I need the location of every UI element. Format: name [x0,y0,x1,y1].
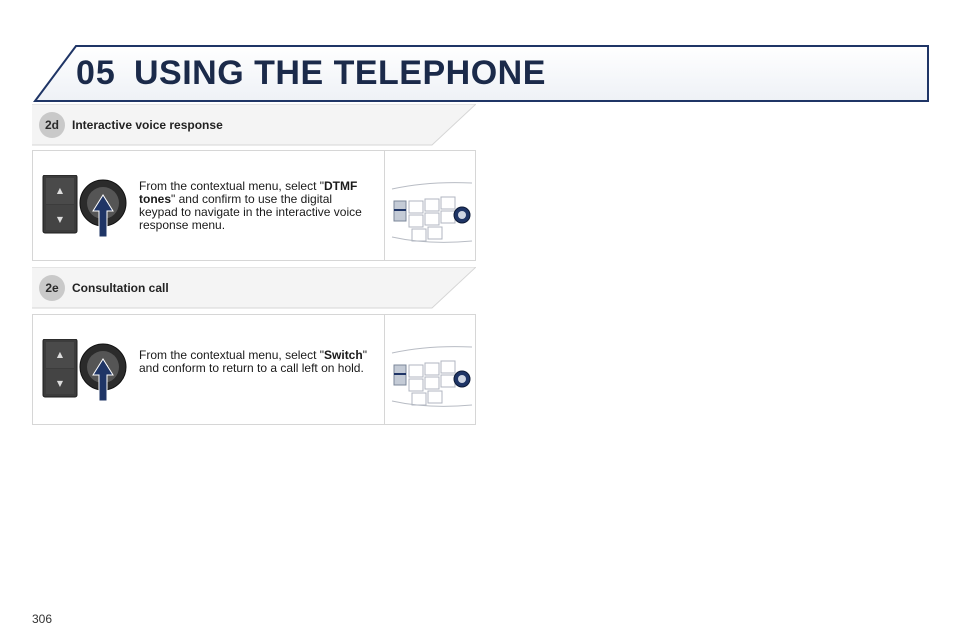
radio-panel-icon [388,325,474,415]
page-number: 306 [32,612,53,626]
divider [384,151,385,260]
header-frame [33,45,929,102]
navigation-control: ▲ ▼ OK [41,174,131,238]
down-arrow-icon: ▼ [57,215,64,224]
instruction-text: From the contextual menu, select "DTMF t… [139,179,362,232]
section-header-2d: 2d Interactive voice response [32,104,476,146]
press-arrow-icon [92,358,114,402]
page-title: USING THE TELEPHONE [134,54,546,92]
section-badge: 2d [39,112,65,138]
up-arrow-icon: ▲ [57,350,64,359]
chapter-number: 05 [76,54,116,92]
radio-panel-icon [388,161,474,251]
section-badge: 2e [39,275,65,301]
section-title: Interactive voice response [72,118,223,132]
instruction-box-2d: ▲ ▼ OK From the contextual menu, select … [32,150,476,261]
menu-option-highlight: Switch [324,348,363,362]
chapter-header: 05 USING THE TELEPHONE [32,44,930,104]
section-header-2e: 2e Consultation call [32,267,476,309]
down-arrow-icon: ▼ [57,379,64,388]
navigation-control: ▲ ▼ OK [41,338,131,402]
instruction-box-2e: ▲ ▼ OK From the contextual menu, select … [32,314,476,425]
instruction-text: From the contextual menu, select "Switch… [139,348,367,375]
up-arrow-icon: ▲ [57,186,64,195]
section-title: Consultation call [72,281,169,295]
press-arrow-icon [92,194,114,238]
menu-option-highlight: DTMF tones [139,179,358,206]
divider [384,315,385,424]
